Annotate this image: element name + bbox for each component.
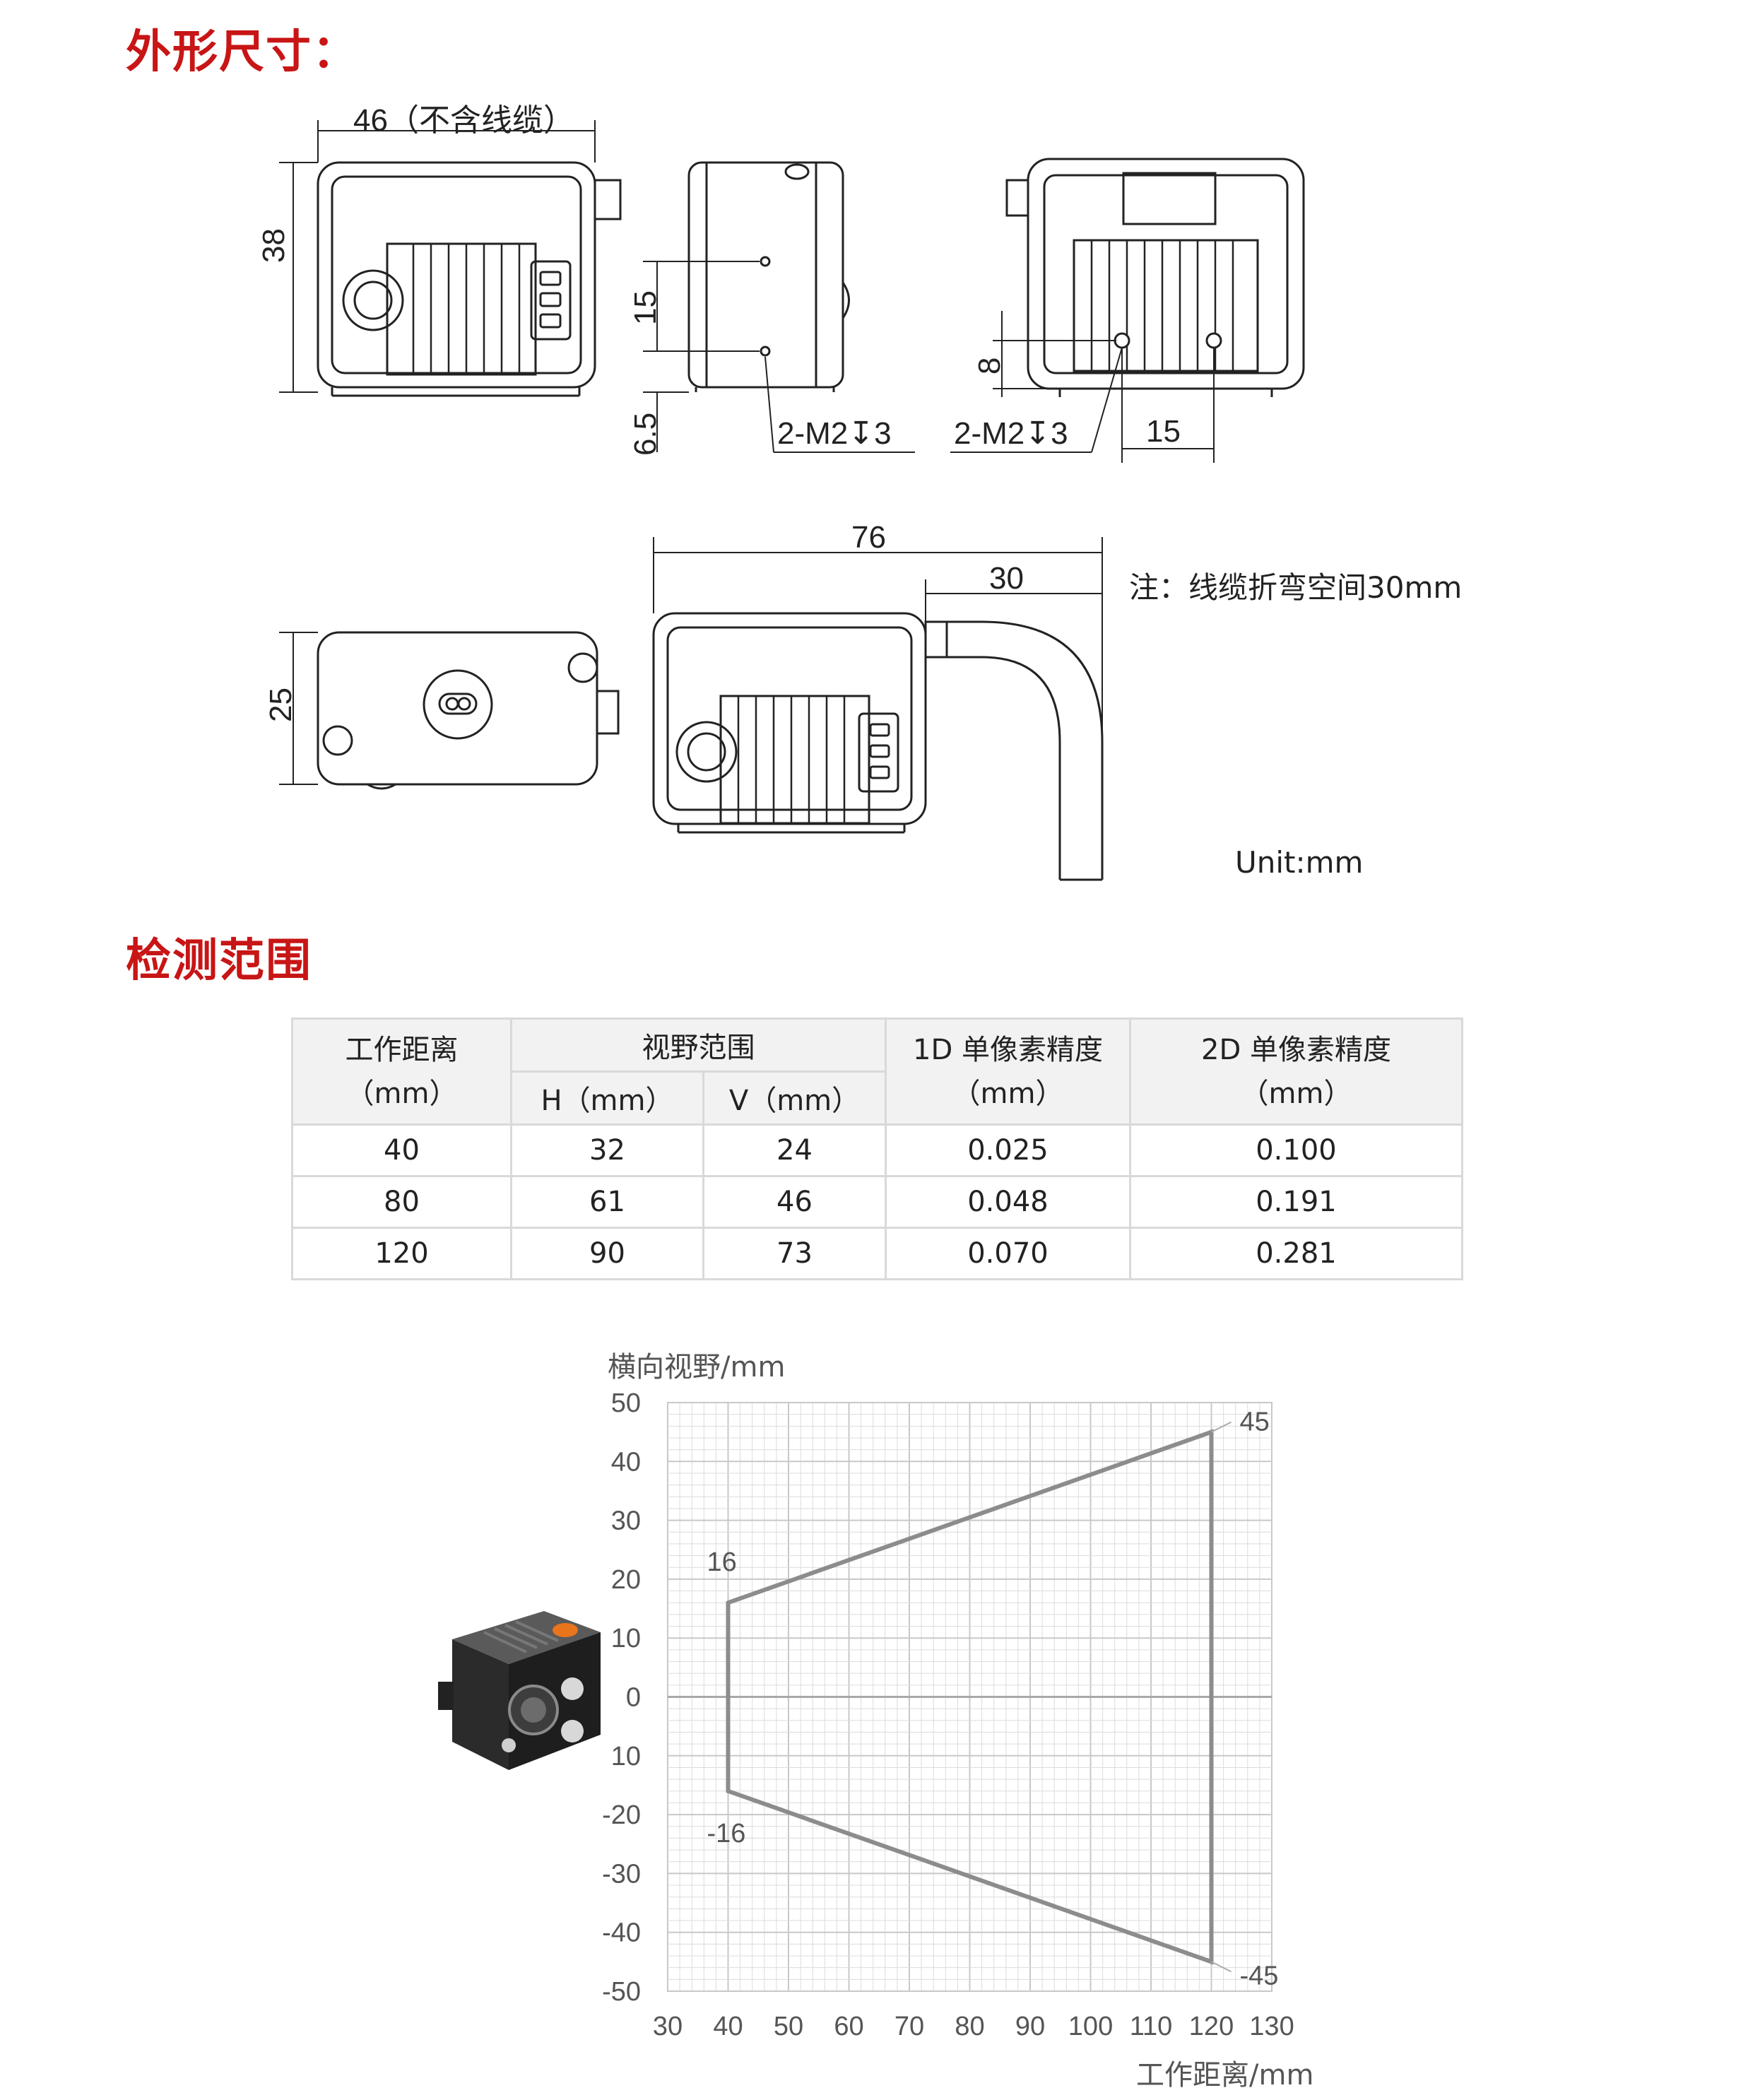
chart-grid xyxy=(667,1402,1272,1992)
cell-precision-2d: 0.191 xyxy=(1129,1175,1463,1229)
data-point xyxy=(726,1788,731,1793)
x-tick-label: 80 xyxy=(955,2012,984,2041)
y-tick-label: 0 xyxy=(626,1683,641,1713)
table-row: 120 90 73 0.070 0.281 xyxy=(291,1227,1463,1280)
bottom-height-label: 25 xyxy=(264,688,298,722)
unit-label: Unit:mm xyxy=(1235,845,1364,880)
point-label: 16 xyxy=(707,1547,737,1577)
table-row: 80 61 46 0.048 0.191 xyxy=(291,1175,1463,1229)
cable-view-dimensions xyxy=(653,537,1103,742)
cell-h: 90 xyxy=(510,1227,704,1280)
table-row: 40 32 24 0.025 0.100 xyxy=(291,1123,1463,1177)
front-view-drawing xyxy=(317,161,622,397)
header-distance: 工作距离 （mm） xyxy=(291,1017,512,1126)
back-hole-spacing-label: 15 xyxy=(1146,414,1181,449)
bottom-view-dimensions xyxy=(279,632,318,785)
header-precision-1d: 1D 单像素精度 （mm） xyxy=(885,1017,1131,1126)
annotation-leader xyxy=(1211,1421,1232,1433)
cell-h: 32 xyxy=(510,1123,704,1177)
x-tick-label: 50 xyxy=(774,2012,803,2041)
dimension-drawings: 46（不含线缆） 38 15 6.5 2-M2↧3 2-M2↧3 8 15 25… xyxy=(256,103,1305,881)
front-view-dimensions xyxy=(279,120,596,393)
y-tick-label: 20 xyxy=(611,1565,641,1595)
front-width-label: 46（不含线缆） xyxy=(353,103,574,138)
cell-v: 24 xyxy=(702,1123,887,1177)
range-section-title: 检测范围 xyxy=(126,935,312,987)
y-tick-label: 40 xyxy=(611,1447,641,1477)
cell-precision-1d: 0.048 xyxy=(885,1175,1131,1229)
side-view-drawing xyxy=(687,161,850,392)
cell-precision-2d: 0.281 xyxy=(1129,1227,1463,1280)
side-screw-label: 2-M2↧3 xyxy=(777,416,892,451)
x-tick-label: 30 xyxy=(653,2012,683,2041)
y-tick-label: 10 xyxy=(611,1742,641,1771)
y-tick-label: -30 xyxy=(602,1859,641,1889)
x-axis-title: 工作距离/mm xyxy=(1136,2059,1313,2092)
back-view-dimensions xyxy=(950,311,1215,463)
product-photo xyxy=(438,1611,601,1770)
cell-precision-1d: 0.070 xyxy=(885,1227,1131,1280)
data-point xyxy=(726,1600,731,1605)
y-axis-title: 横向视野/mm xyxy=(608,1351,785,1384)
cell-v: 73 xyxy=(702,1227,887,1280)
cell-distance: 40 xyxy=(291,1123,512,1177)
annotation-leader xyxy=(1211,1961,1232,1973)
cable-note: 注：线缆折弯空间30mm xyxy=(1129,570,1463,605)
front-height-label: 38 xyxy=(256,228,291,263)
header-fov: 视野范围 xyxy=(510,1017,887,1073)
y-tick-label: 10 xyxy=(611,1624,641,1653)
point-label: -45 xyxy=(1240,1961,1279,1990)
cell-distance: 80 xyxy=(291,1175,512,1229)
cell-precision-2d: 0.100 xyxy=(1129,1123,1463,1177)
y-tick-label: 50 xyxy=(611,1388,641,1418)
cable-total-label: 76 xyxy=(851,520,886,555)
header-precision-2d: 2D 单像素精度 （mm） xyxy=(1129,1017,1463,1126)
x-tick-label: 110 xyxy=(1130,2012,1173,2041)
bottom-view-drawing xyxy=(317,631,620,790)
cable-bend-label: 30 xyxy=(989,561,1024,596)
cell-distance: 120 xyxy=(291,1227,512,1280)
side-offset-label: 6.5 xyxy=(628,413,663,456)
back-screw-label: 2-M2↧3 xyxy=(954,416,1068,451)
back-view-drawing xyxy=(1005,158,1305,397)
y-tick-label: -50 xyxy=(602,1977,641,2007)
x-tick-label: 100 xyxy=(1068,2012,1113,2041)
dimensions-section-title: 外形尺寸： xyxy=(126,26,359,78)
detection-range-table: 工作距离 （mm） 视野范围 1D 单像素精度 （mm） 2D 单像素精度 （m… xyxy=(291,1017,1463,1280)
point-label: 45 xyxy=(1240,1408,1270,1437)
point-label: -16 xyxy=(707,1819,746,1848)
cable-view-drawing xyxy=(652,612,1104,881)
x-tick-label: 120 xyxy=(1189,2012,1234,2041)
cell-precision-1d: 0.025 xyxy=(885,1123,1131,1177)
x-tick-label: 40 xyxy=(713,2012,743,2041)
header-fov-v: V（mm） xyxy=(702,1070,887,1126)
back-offset-label: 8 xyxy=(972,358,1007,374)
cell-h: 61 xyxy=(510,1175,704,1229)
y-tick-label: -40 xyxy=(602,1918,641,1948)
y-tick-label: 30 xyxy=(611,1506,641,1536)
x-tick-label: 60 xyxy=(834,2012,863,2041)
header-fov-h: H（mm） xyxy=(510,1070,704,1126)
side-hole-spacing-label: 15 xyxy=(628,290,663,325)
side-view-dimensions xyxy=(643,261,915,453)
chart-annotations: 16 -16 45 -45 xyxy=(707,1408,1279,1991)
x-tick-label: 90 xyxy=(1015,2012,1045,2041)
y-tick-label: -20 xyxy=(602,1800,641,1830)
cell-v: 46 xyxy=(702,1175,887,1229)
x-tick-label: 130 xyxy=(1249,2012,1294,2041)
x-tick-label: 70 xyxy=(894,2012,924,2041)
